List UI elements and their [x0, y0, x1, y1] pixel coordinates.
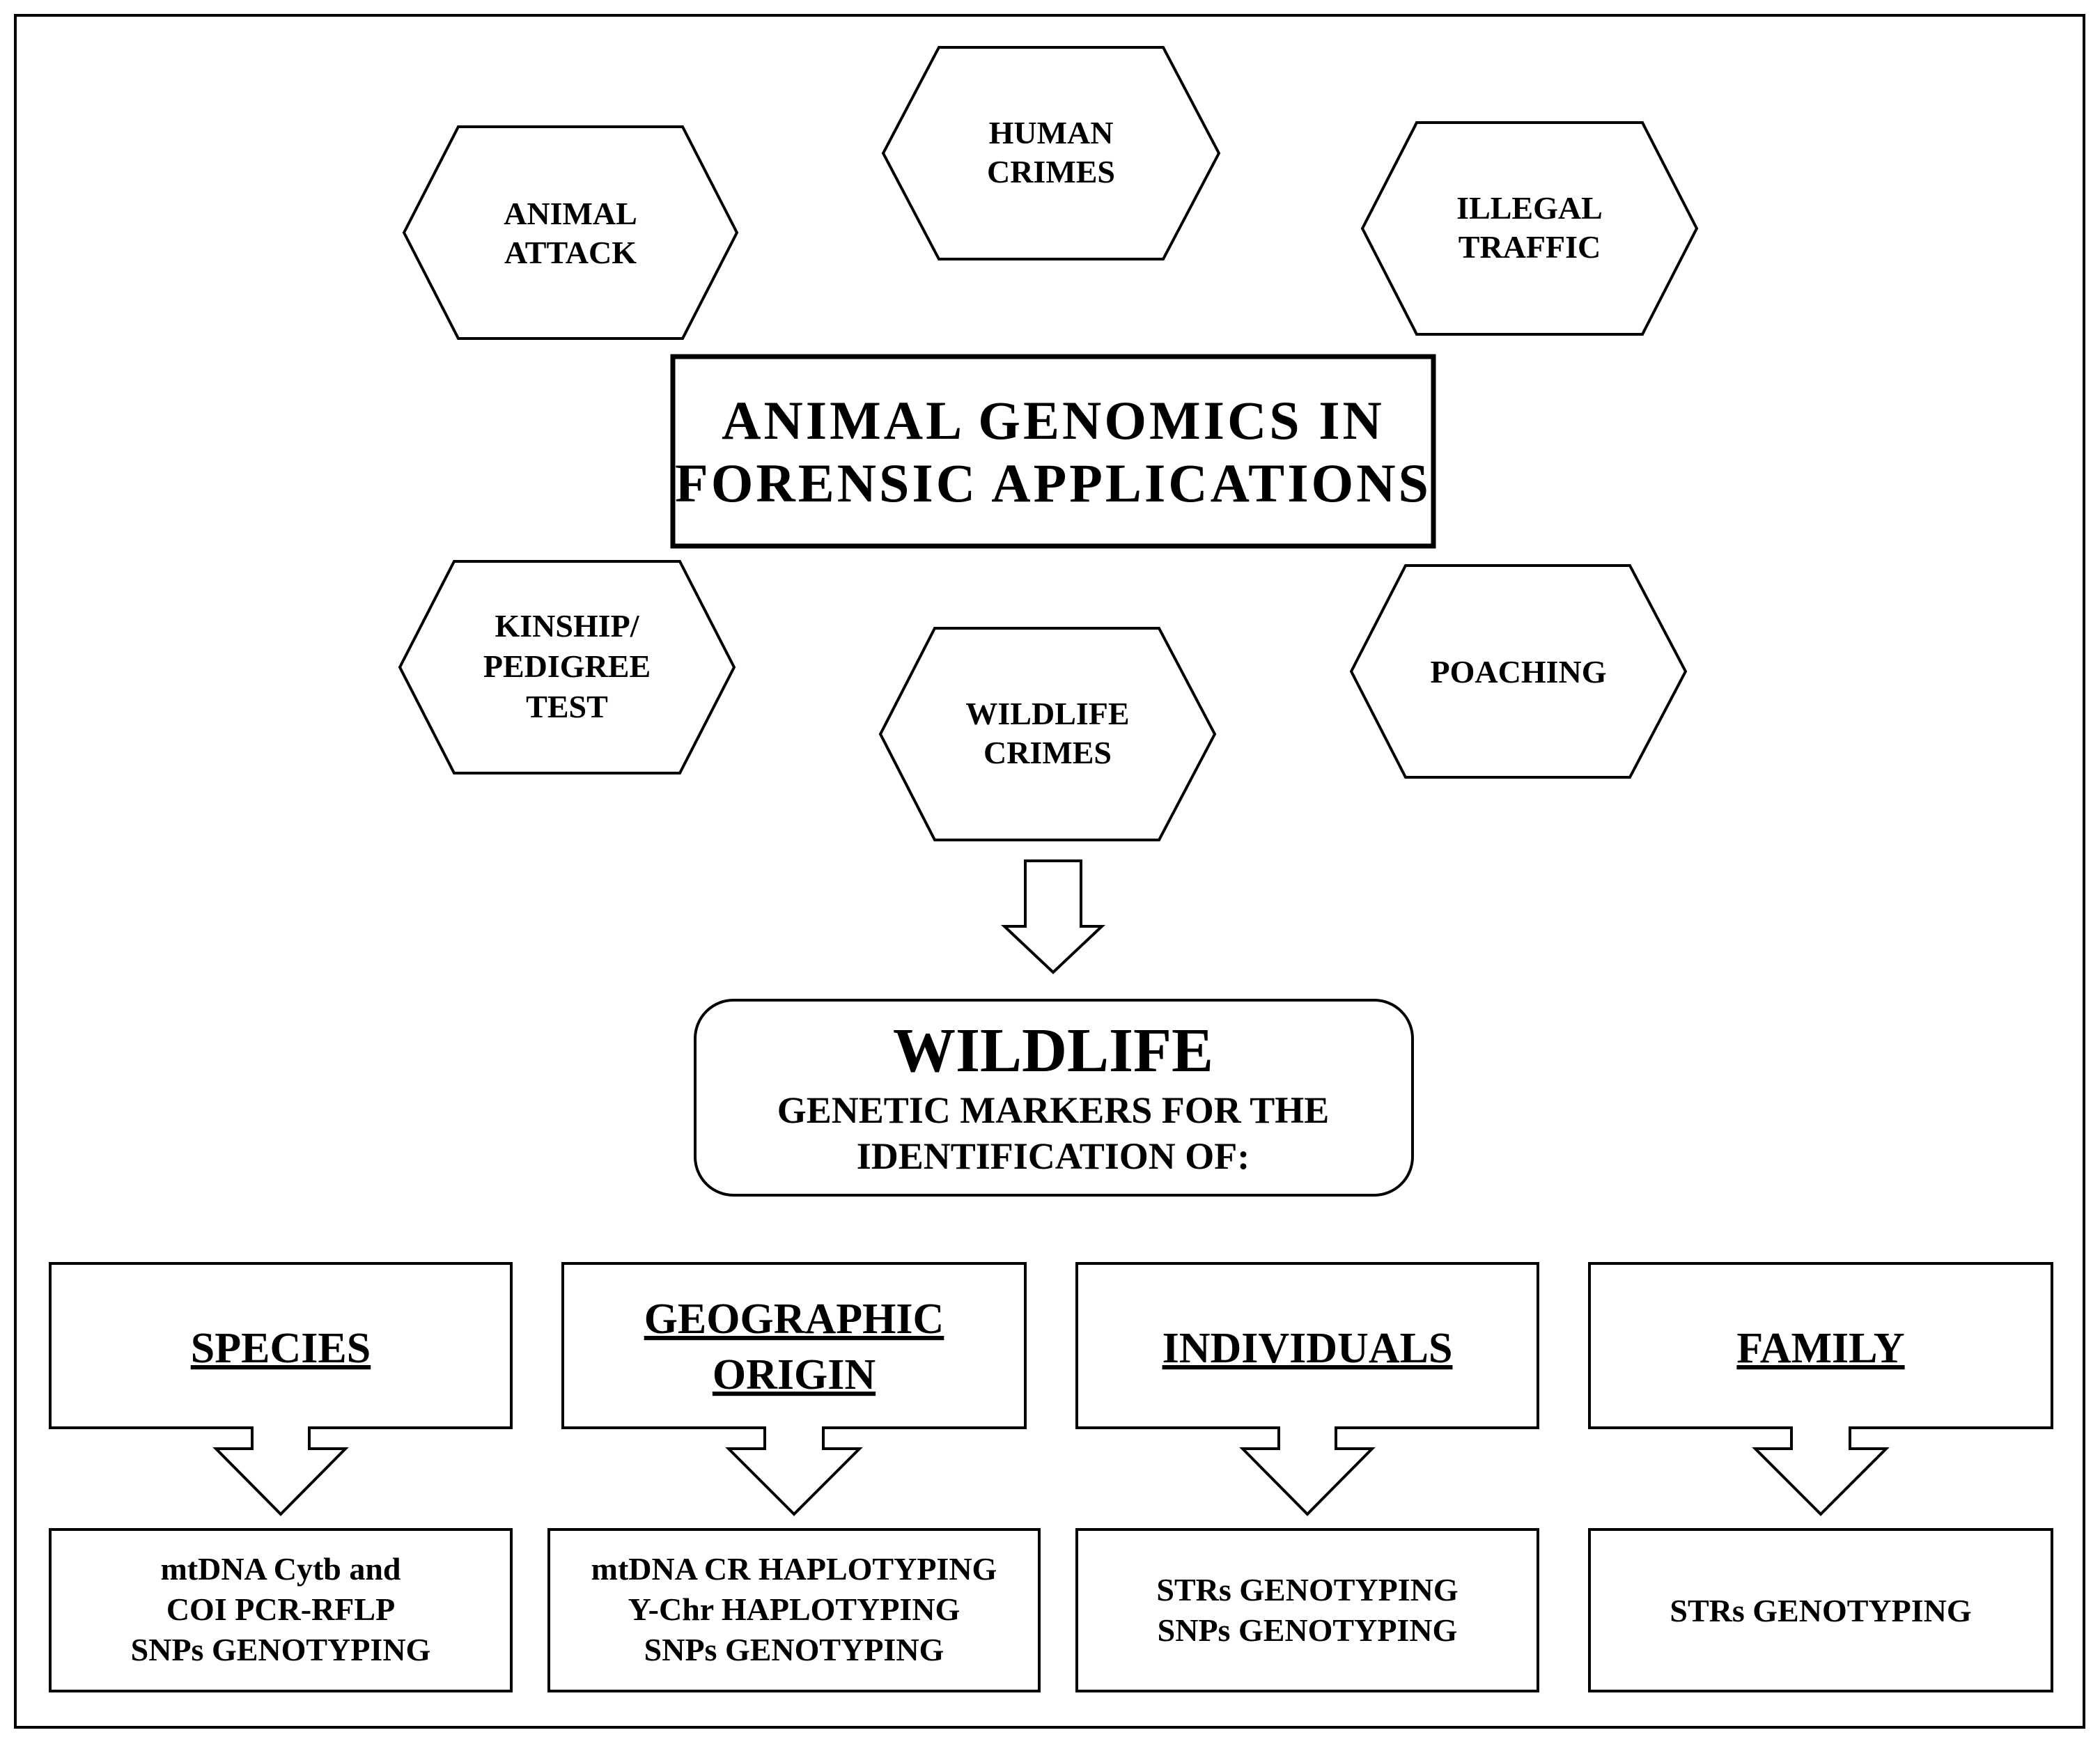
- center-title-line: ANIMAL GENOMICS IN: [722, 390, 1385, 451]
- hex-label-line: POACHING: [1431, 654, 1607, 690]
- wildlife-box: WILDLIFE GENETIC MARKERS FOR THE IDENTIF…: [694, 999, 1414, 1197]
- marker-line: SNPs GENOTYPING: [1158, 1612, 1458, 1648]
- outer-frame: [14, 14, 2085, 1729]
- marker-line: SNPs GENOTYPING: [131, 1632, 431, 1667]
- hex-label-line: ILLEGAL: [1456, 190, 1603, 226]
- marker-line: STRs GENOTYPING: [1670, 1593, 1971, 1628]
- hexagon-shape: [402, 125, 739, 340]
- hexagon-shape: [398, 560, 736, 774]
- callout-shape: [1588, 1262, 2053, 1516]
- callout-shape: [49, 1262, 513, 1516]
- hex-kinship-pedigree-test: KINSHIP/ PEDIGREE TEST: [398, 560, 736, 774]
- category-species: SPECIES: [49, 1262, 513, 1516]
- hex-wildlife-crimes: WILDLIFE CRIMES: [878, 627, 1217, 841]
- hexagon-shape: [881, 46, 1221, 260]
- category-label-line: ORIGIN: [713, 1351, 876, 1399]
- marker-line: mtDNA Cytb and: [160, 1551, 400, 1587]
- hex-label-line: KINSHIP/: [495, 608, 639, 644]
- wildlife-frame: [694, 999, 1414, 1197]
- marker-frame: [1075, 1528, 1539, 1692]
- category-label-line: FAMILY: [1736, 1325, 1904, 1372]
- hex-label-line: CRIMES: [987, 154, 1115, 189]
- marker-line: mtDNA CR HAPLOTYPING: [591, 1551, 997, 1587]
- wildlife-subtitle-line: IDENTIFICATION OF:: [857, 1135, 1250, 1177]
- hexagon-shape: [1360, 121, 1699, 336]
- markers-individuals: STRs GENOTYPING SNPs GENOTYPING: [1075, 1528, 1539, 1692]
- markers-species: mtDNA Cytb and COI PCR-RFLP SNPs GENOTYP…: [49, 1528, 513, 1692]
- hex-label-line: HUMAN: [989, 115, 1114, 150]
- hex-label-line: TEST: [526, 689, 608, 724]
- hexagon-shape: [878, 627, 1217, 841]
- marker-frame: [1588, 1528, 2053, 1692]
- category-geographic-origin: GEOGRAPHIC ORIGIN: [561, 1262, 1027, 1516]
- hex-label-line: ATTACK: [504, 235, 637, 270]
- markers-geographic-origin: mtDNA CR HAPLOTYPING Y-Chr HAPLOTYPING S…: [547, 1528, 1041, 1692]
- hex-label-line: TRAFFIC: [1459, 229, 1601, 265]
- marker-line: SNPs GENOTYPING: [644, 1632, 944, 1667]
- hex-label-line: ANIMAL: [504, 196, 637, 231]
- hex-human-crimes: HUMAN CRIMES: [881, 46, 1221, 260]
- wildlife-title: WILDLIFE: [893, 1016, 1213, 1085]
- hex-animal-attack: ANIMAL ATTACK: [402, 125, 739, 340]
- hex-label-line: WILDLIFE: [965, 696, 1129, 731]
- hex-label-line: CRIMES: [983, 735, 1112, 770]
- category-label-line: SPECIES: [191, 1325, 371, 1372]
- marker-frame: [49, 1528, 513, 1692]
- marker-line: STRs GENOTYPING: [1156, 1572, 1458, 1607]
- arrow-down-icon: [1000, 859, 1106, 974]
- marker-line: Y-Chr HAPLOTYPING: [628, 1591, 960, 1627]
- center-title-box: ANIMAL GENOMICS IN FORENSIC APPLICATIONS: [670, 354, 1436, 549]
- hexagon-shape: [1349, 564, 1688, 779]
- category-label-line: INDIVIDUALS: [1162, 1325, 1453, 1372]
- hex-label-line: PEDIGREE: [483, 648, 651, 684]
- category-individuals: INDIVIDUALS: [1075, 1262, 1539, 1516]
- center-title-line: FORENSIC APPLICATIONS: [675, 453, 1431, 513]
- category-label-line: GEOGRAPHIC: [644, 1295, 944, 1343]
- callout-shape: [561, 1262, 1027, 1516]
- wildlife-subtitle-line: GENETIC MARKERS FOR THE: [777, 1089, 1330, 1131]
- marker-line: COI PCR-RFLP: [166, 1591, 395, 1627]
- hex-poaching: POACHING: [1349, 564, 1688, 779]
- callout-shape: [1075, 1262, 1539, 1516]
- marker-frame: [547, 1528, 1041, 1692]
- hex-illegal-traffic: ILLEGAL TRAFFIC: [1360, 121, 1699, 336]
- title-frame: [670, 354, 1436, 549]
- markers-family: STRs GENOTYPING: [1588, 1528, 2053, 1692]
- category-family: FAMILY: [1588, 1262, 2053, 1516]
